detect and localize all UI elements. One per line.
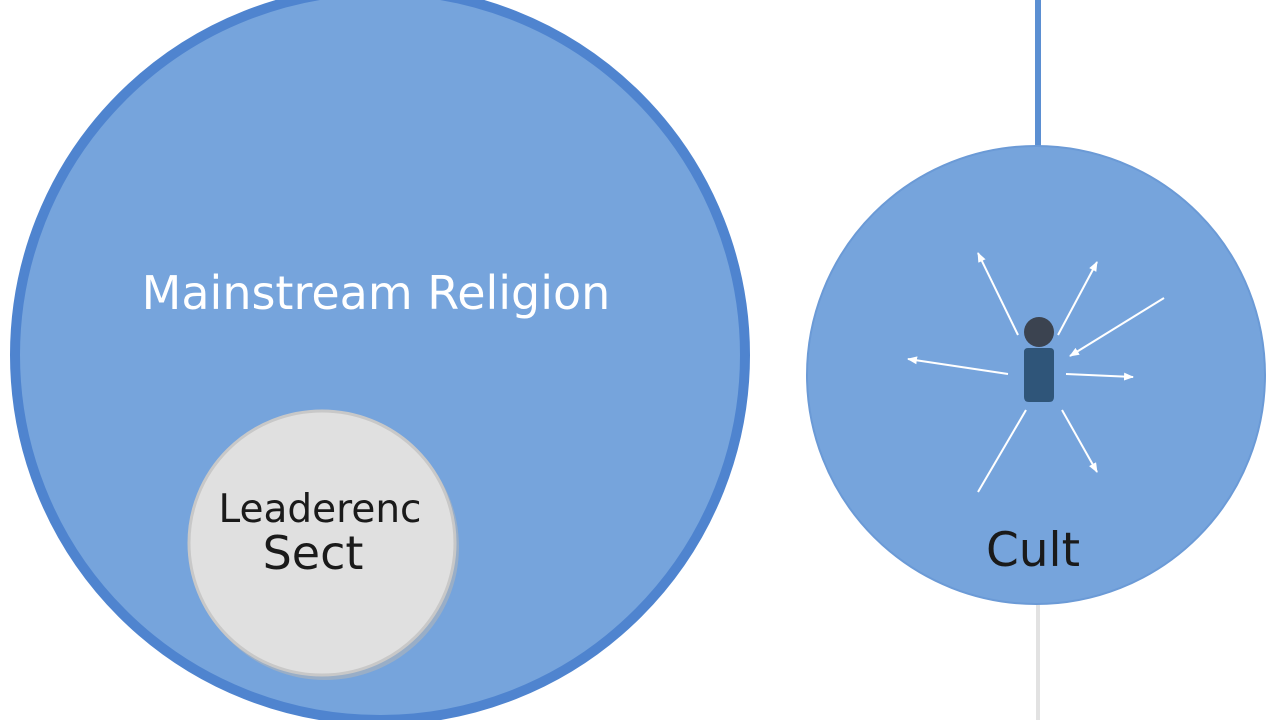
influence-arrows [907,252,1165,493]
person-head [1024,317,1054,347]
arrow-in-right [1069,297,1165,357]
sect-label-line2: Sect [262,526,364,580]
arrow-right [1065,372,1134,381]
arrow-left [907,356,1009,375]
person-body [1024,348,1054,402]
person-icon [1024,317,1054,402]
arrow-up-right [1057,261,1098,336]
mainstream-religion-label: Mainstream Religion [141,266,611,320]
arrow-down-right [1061,409,1098,473]
arrow-up-left [977,252,1019,336]
sect-circle [187,409,457,677]
cult-label: Cult [985,523,1081,578]
sect-label-line1: Leaderenc [218,487,422,532]
line-down-left [977,409,1027,493]
